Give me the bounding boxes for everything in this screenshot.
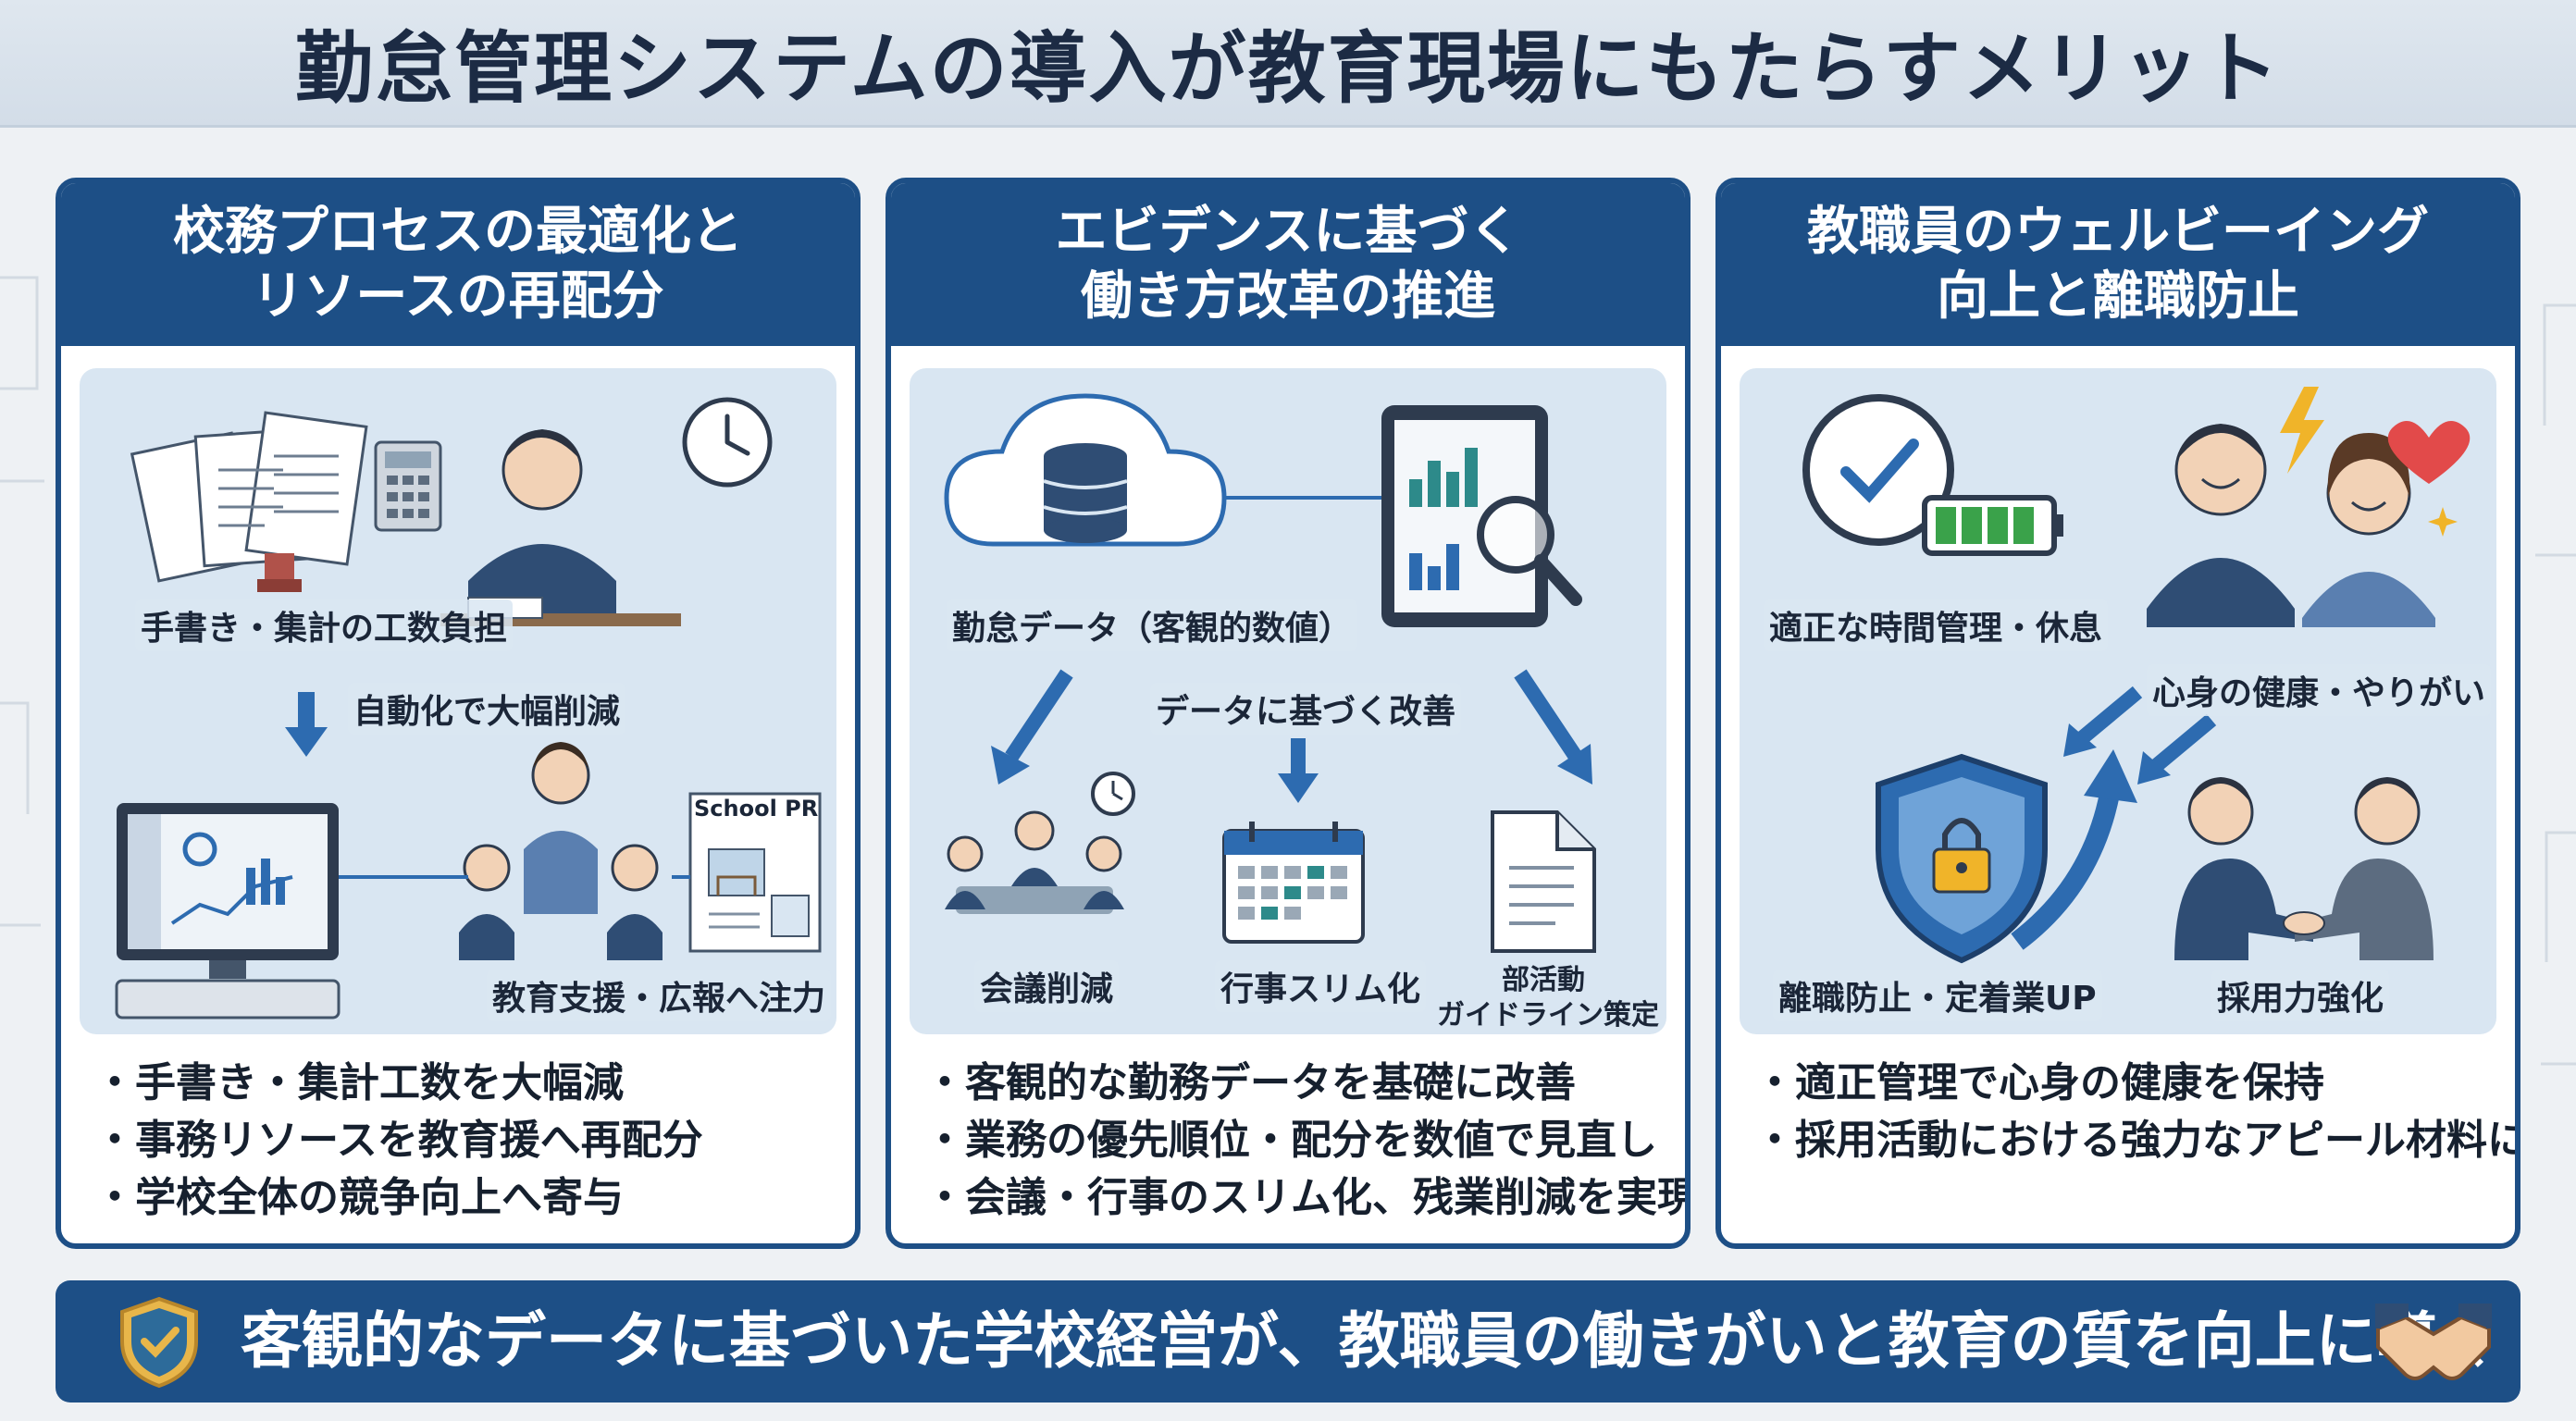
heart-icon — [2387, 421, 2471, 484]
lightning-icon — [2280, 387, 2324, 474]
happy-staff-icon — [2147, 424, 2435, 627]
label-club-line1: 部活動 — [1502, 964, 1585, 996]
panel-illustration: 勤怠データ（客観的数値） データに基づく改善 会議削減 行事スリム化 部活動 ガ… — [910, 368, 1666, 1034]
stressed-worker-icon — [440, 429, 681, 626]
calculator-icon — [374, 440, 442, 532]
meeting-icon — [945, 772, 1135, 914]
bullet-item: 採用活動における強力なアピール材料に — [1754, 1112, 2515, 1169]
bullet-item: 適正管理で心身の健康を保持 — [1754, 1055, 2496, 1112]
label-club-line2: ガイドライン策定 — [1437, 999, 1659, 1032]
label-attendance-data: 勤怠データ（客観的数値） — [947, 599, 1358, 651]
panel-evidence-reform: エビデンスに基づく 働き方改革の推進 — [886, 178, 1690, 1249]
wellbeing-illustration — [1802, 387, 2471, 964]
paper-documents-icon — [130, 411, 368, 592]
bullet-item: 会議・行事のスリム化、残業削減を実現 — [924, 1169, 1685, 1227]
label-automation: 自動化で大幅削減 — [348, 683, 626, 735]
panel-process-optimization: 校務プロセスの最適化と リソースの再配分 — [56, 178, 861, 1249]
battery-full-icon — [1922, 495, 2063, 556]
school-pr-poster-icon — [688, 792, 822, 953]
panel-bullet-list: 客観的な勤務データを基礎に改善 業務の優先順位・配分を数値で見直し 会議・行事の… — [924, 1055, 1685, 1227]
label-education-focus: 教育支援・広報へ注力 — [487, 970, 832, 1021]
panel-heading-line1: エビデンスに基づく — [1055, 202, 1521, 262]
panel-illustration: 手書き・集計の工数負担 自動化で大幅削減 School PR 教育支援・広報へ注… — [80, 368, 836, 1034]
footer-banner: 客観的なデータに基づいた学校経営が、教職員の働きがいと教育の質を向上に導く — [56, 1280, 2520, 1402]
panel-heading: エビデンスに基づく 働き方改革の推進 — [891, 183, 1685, 346]
rising-arrow-icon — [2011, 791, 2120, 950]
teacher-students-icon — [459, 742, 663, 960]
evidence-illustration — [944, 393, 1596, 953]
label-school-pr: School PR — [694, 796, 819, 822]
label-meeting-reduction: 会議削減 — [974, 960, 1120, 1012]
page-title: 勤怠管理システムの導入が教育現場にもたらすメリット — [295, 23, 2281, 114]
cloud-database-icon — [944, 393, 1227, 547]
panel-heading-line1: 教職員のウェルビーイング — [1807, 202, 2429, 262]
clock-check-icon — [1802, 394, 1954, 546]
clock-icon — [682, 397, 773, 488]
panel-bullet-list: 適正管理で心身の健康を保持 採用活動における強力なアピール材料に — [1754, 1055, 2515, 1169]
shield-check-icon — [120, 1296, 198, 1389]
footer-message: 客観的なデータに基づいた学校経営が、教職員の働きがいと教育の質を向上に導く — [241, 1305, 2499, 1377]
label-handwriting-burden: 手書き・集計の工数負担 — [135, 599, 514, 651]
label-event-slimming: 行事スリム化 — [1215, 960, 1427, 1012]
bullet-item: 客観的な勤務データを基礎に改善 — [924, 1055, 1666, 1112]
panel-heading-line1: 校務プロセスの最適化と — [173, 202, 743, 262]
title-bar: 勤怠管理システムの導入が教育現場にもたらすメリット — [0, 0, 2576, 128]
computer-monitor-icon — [115, 803, 341, 1019]
handshake-people-icon — [2174, 777, 2434, 960]
shield-lock-icon — [1876, 753, 2048, 964]
label-time-management: 適正な時間管理・休息 — [1764, 599, 2109, 651]
handshake-icon — [2375, 1304, 2492, 1380]
panel-heading-line2: リソースの再配分 — [252, 266, 664, 327]
label-data-improvement: データに基づく改善 — [1150, 683, 1462, 735]
calendar-icon — [1222, 822, 1365, 944]
panel-heading: 校務プロセスの最適化と リソースの再配分 — [61, 183, 855, 346]
tablet-analytics-icon — [1381, 405, 1582, 627]
document-icon — [1491, 810, 1596, 953]
bullet-item: 事務リソースを教育援へ再配分 — [94, 1112, 836, 1169]
panel-heading: 教職員のウェルビーイング 向上と離職防止 — [1721, 183, 2515, 346]
panel-illustration: 適正な時間管理・休息 心身の健康・やりがい 離職防止・定着業UP 採用力強化 — [1740, 368, 2496, 1034]
panel-bullet-list: 手書き・集計工数を大幅減 事務リソースを教育援へ再配分 学校全体の競争向上へ寄与 — [94, 1055, 836, 1227]
label-health-motivation: 心身の健康・やりがい — [2147, 664, 2492, 716]
bullet-item: 学校全体の競争向上へ寄与 — [94, 1169, 836, 1227]
panel-heading-line2: 向上と離職防止 — [1937, 266, 2299, 327]
label-recruiting: 採用力強化 — [2211, 970, 2390, 1021]
panel-heading-line2: 働き方改革の推進 — [1081, 266, 1495, 327]
label-retention: 離職防止・定着業UP — [1773, 970, 2102, 1021]
bullet-item: 手書き・集計工数を大幅減 — [94, 1055, 836, 1112]
bullet-item: 業務の優先順位・配分を数値で見直し — [924, 1112, 1666, 1169]
panel-wellbeing: 教職員のウェルビーイング 向上と離職防止 — [1715, 178, 2520, 1249]
